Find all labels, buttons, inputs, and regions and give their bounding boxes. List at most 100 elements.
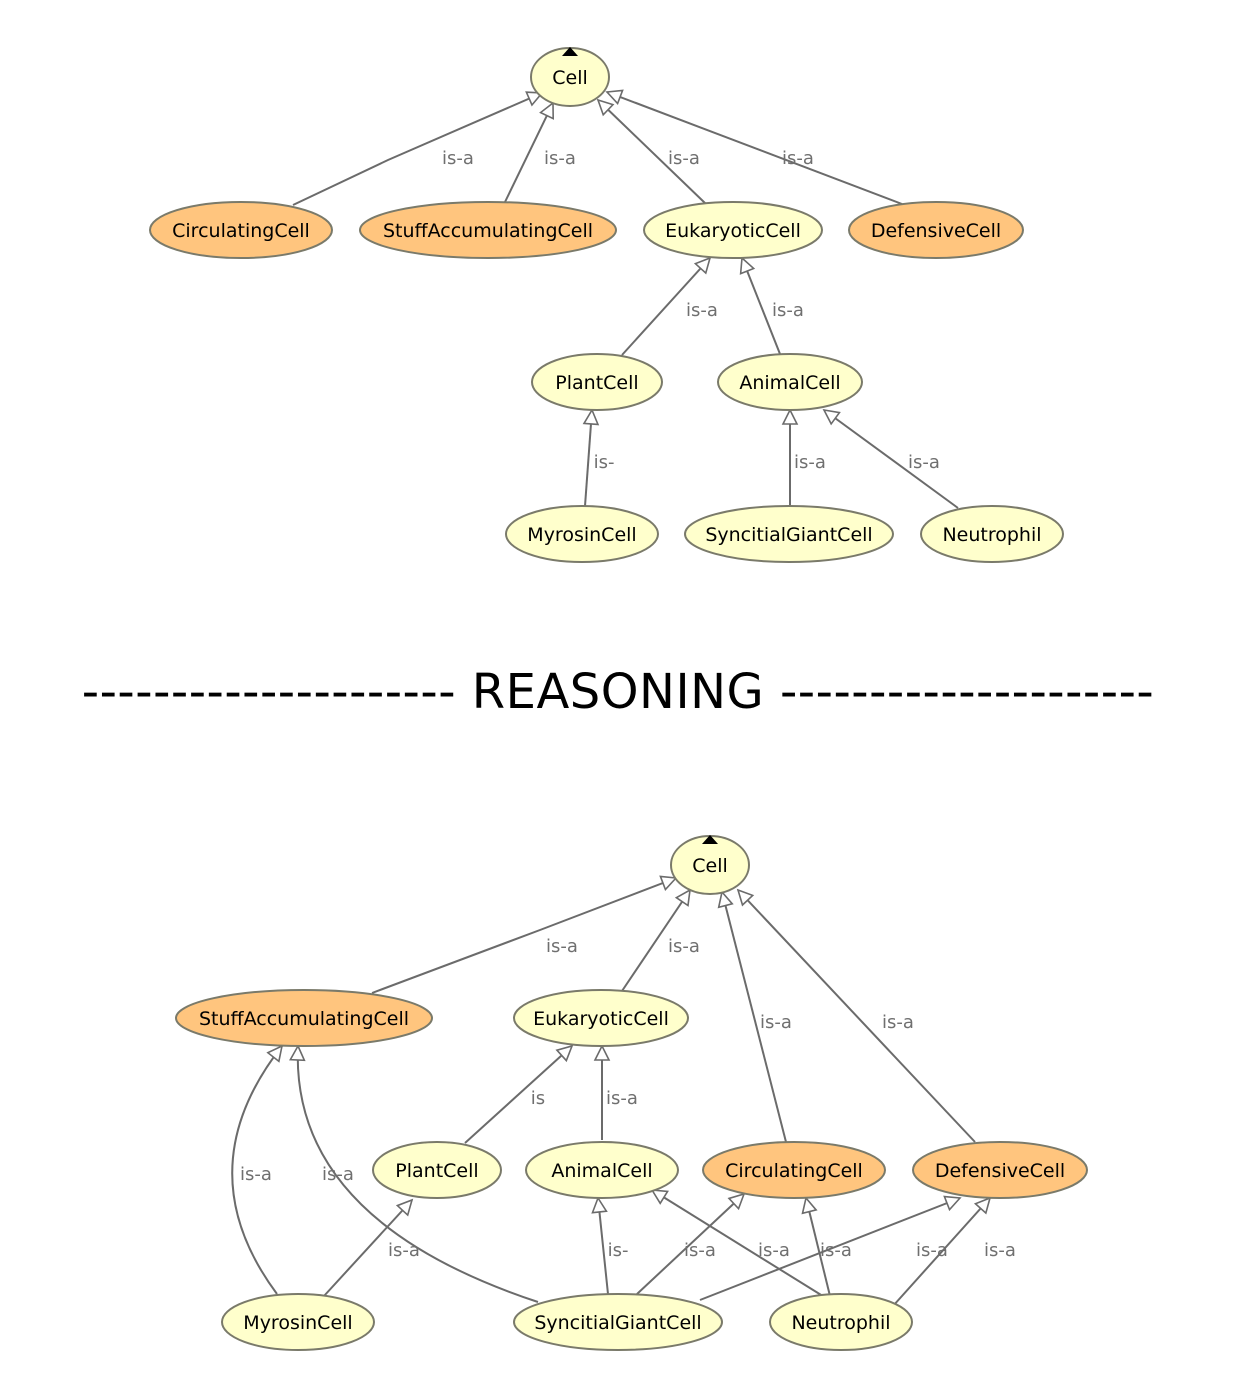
arrow-head-icon	[591, 1196, 608, 1214]
node-ellipse	[717, 353, 863, 411]
edge-line	[621, 257, 711, 356]
arrow-head-icon	[943, 1195, 962, 1212]
arrow-head-icon	[266, 1044, 284, 1063]
arrow-head-icon	[596, 98, 615, 117]
arrow-head-icon	[727, 1192, 746, 1211]
arrow-head-icon	[593, 1044, 611, 1061]
node-Cell[interactable]: Cell	[670, 835, 750, 895]
node-label: CirculatingCell	[725, 1160, 863, 1182]
node-DefensiveCell[interactable]: DefensiveCell	[848, 201, 1024, 259]
node-ellipse	[643, 201, 823, 259]
arrow-head-icon	[781, 408, 799, 425]
edge-label: is-a	[442, 148, 474, 169]
node-SyncitialGiantCell[interactable]: SyncitialGiantCell	[513, 1293, 723, 1351]
edge-line	[464, 1045, 573, 1144]
isa-edge-Neutrophil-to-AnimalCell: is-a	[650, 1189, 827, 1299]
edge-label: is-a	[984, 1240, 1016, 1261]
node-AnimalCell[interactable]: AnimalCell	[717, 353, 863, 411]
arrow-head-icon	[650, 1189, 669, 1205]
edge-label: is-a	[322, 1164, 354, 1185]
arrow-head-icon	[717, 890, 734, 909]
arrow-head-icon	[693, 256, 712, 275]
arrow-head-icon	[739, 256, 756, 275]
isa-edge-SyncitialGiantCell-to-StuffAccumulatingCell: is-a	[289, 1044, 539, 1303]
node-MyrosinCell[interactable]: MyrosinCell	[505, 505, 659, 563]
node-label: StuffAccumulatingCell	[199, 1008, 409, 1030]
arrow-head-icon	[674, 888, 691, 907]
edge-label: is-a	[546, 936, 578, 957]
isa-edge-PlantCell-to-EukaryoticCell: is	[464, 1044, 574, 1144]
isa-edge-SyncitialGiantCell-to-DefensiveCell: is-a	[699, 1195, 962, 1301]
edge-line	[737, 889, 976, 1143]
node-CirculatingCell[interactable]: CirculatingCell	[702, 1141, 886, 1199]
edge-label: is	[531, 1088, 545, 1109]
edge-line	[504, 102, 554, 203]
arrow-head-icon	[395, 1198, 414, 1217]
isa-edge-SyncitialGiantCell-to-AnimalCell: is-	[591, 1196, 628, 1295]
edge-label: is-a	[772, 300, 804, 321]
edge-label: is-a	[758, 1240, 790, 1261]
separator-label: REASONING	[471, 664, 765, 720]
isa-edge-AnimalCell-to-EukaryoticCell: is-a	[739, 256, 804, 355]
node-ellipse	[513, 1293, 723, 1351]
edge-line	[651, 1189, 827, 1299]
edge-label: is-a	[388, 1240, 420, 1261]
node-label: PlantCell	[395, 1160, 478, 1182]
node-Neutrophil[interactable]: Neutrophil	[920, 505, 1064, 563]
node-ellipse	[702, 1141, 886, 1199]
edge-line	[892, 1197, 991, 1307]
node-label: Cell	[552, 67, 588, 89]
node-StuffAccumulatingCell[interactable]: StuffAccumulatingCell	[359, 201, 617, 259]
reasoning-separator: --------------------- REASONING --------…	[0, 664, 1236, 720]
edge-label: is-a	[916, 1240, 948, 1261]
isa-edge-Neutrophil-to-CirculatingCell: is-a	[801, 1196, 852, 1297]
node-PlantCell[interactable]: PlantCell	[531, 353, 663, 411]
node-ellipse	[920, 505, 1064, 563]
node-MyrosinCell[interactable]: MyrosinCell	[221, 1293, 375, 1351]
node-label: StuffAccumulatingCell	[383, 220, 593, 242]
arrow-head-icon	[555, 1044, 574, 1063]
isa-edge-StuffAccumulatingCell-to-Cell: is-a	[371, 875, 678, 994]
edge-line	[584, 409, 593, 507]
node-DefensiveCell[interactable]: DefensiveCell	[912, 1141, 1088, 1199]
node-StuffAccumulatingCell[interactable]: StuffAccumulatingCell	[175, 989, 433, 1047]
node-ellipse	[769, 1293, 913, 1351]
isa-edge-CirculatingCell-to-Cell: is-a	[292, 91, 544, 206]
expand-triangle-icon[interactable]	[562, 47, 578, 56]
node-label: Cell	[692, 855, 728, 877]
node-PlantCell[interactable]: PlantCell	[372, 1141, 502, 1199]
node-AnimalCell[interactable]: AnimalCell	[525, 1141, 679, 1199]
node-Cell[interactable]: Cell	[530, 47, 610, 107]
arrow-head-icon	[289, 1044, 306, 1062]
arrow-head-icon	[525, 91, 544, 107]
isa-edge-Neutrophil-to-AnimalCell: is-a	[822, 408, 959, 509]
node-label: EukaryoticCell	[665, 220, 801, 242]
node-label: EukaryoticCell	[533, 1008, 669, 1030]
node-label: SyncitialGiantCell	[534, 1312, 701, 1334]
node-SyncitialGiantCell[interactable]: SyncitialGiantCell	[684, 505, 894, 563]
arrow-head-icon	[822, 408, 841, 426]
edge-line	[292, 92, 543, 206]
edge-line	[621, 889, 691, 992]
isa-edge-EukaryoticCell-to-Cell: is-a	[596, 98, 707, 205]
edge-line	[741, 257, 781, 355]
edge-label: is-a	[908, 452, 940, 473]
node-Neutrophil[interactable]: Neutrophil	[769, 1293, 913, 1351]
arrow-head-icon	[659, 875, 678, 892]
node-label: MyrosinCell	[243, 1312, 352, 1334]
edge-label: is-a	[668, 936, 700, 957]
expand-triangle-icon[interactable]	[702, 835, 718, 844]
edge-line	[823, 409, 959, 509]
node-ellipse	[372, 1141, 502, 1199]
node-EukaryoticCell[interactable]: EukaryoticCell	[513, 989, 689, 1047]
node-ellipse	[359, 201, 617, 259]
isa-edge-MyrosinCell-to-PlantCell: is-	[582, 408, 614, 507]
edge-label: is-a	[782, 148, 814, 169]
edge-label: is-a	[544, 148, 576, 169]
edge-label: is-a	[606, 1088, 638, 1109]
isa-edge-DefensiveCell-to-Cell: is-a	[605, 89, 903, 205]
node-EukaryoticCell[interactable]: EukaryoticCell	[643, 201, 823, 259]
node-ellipse	[848, 201, 1024, 259]
node-CirculatingCell[interactable]: CirculatingCell	[149, 201, 333, 259]
